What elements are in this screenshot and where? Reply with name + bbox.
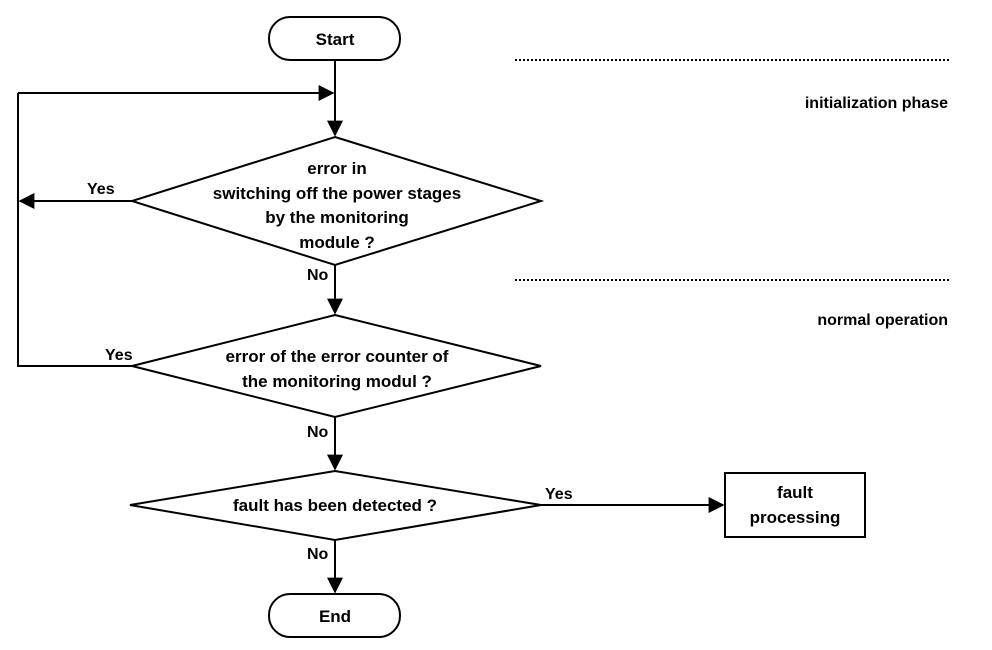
end-node [268,593,401,638]
fault-processing-box [724,472,866,538]
phase-label-initialization: initialization phase [805,95,948,112]
decision3-no-label: No [307,546,329,563]
start-label: Start [316,30,355,49]
decision2-yes-label: Yes [105,347,133,364]
decision1-line2: switching off the power stages [213,184,461,203]
fault-processing-line2: processing [750,508,841,527]
decision1-line4: module ? [299,233,375,252]
decision2-no-label: No [307,424,329,441]
phase-label-normal-operation: normal operation [817,312,948,329]
end-label: End [319,607,351,626]
decision1-line1: error in [307,159,367,178]
decision2-line1: error of the error counter of [226,347,449,366]
fault-processing-line1: fault [777,483,813,502]
decision2-diamond [131,313,542,419]
decision1-line3: by the monitoring [265,208,409,227]
decision3-yes-label: Yes [545,486,573,503]
decision1-yes-label: Yes [87,181,115,198]
decision1-no-label: No [307,267,329,284]
decision3-label: fault has been detected ? [233,496,437,515]
decision2-line2: the monitoring modul ? [242,372,432,391]
